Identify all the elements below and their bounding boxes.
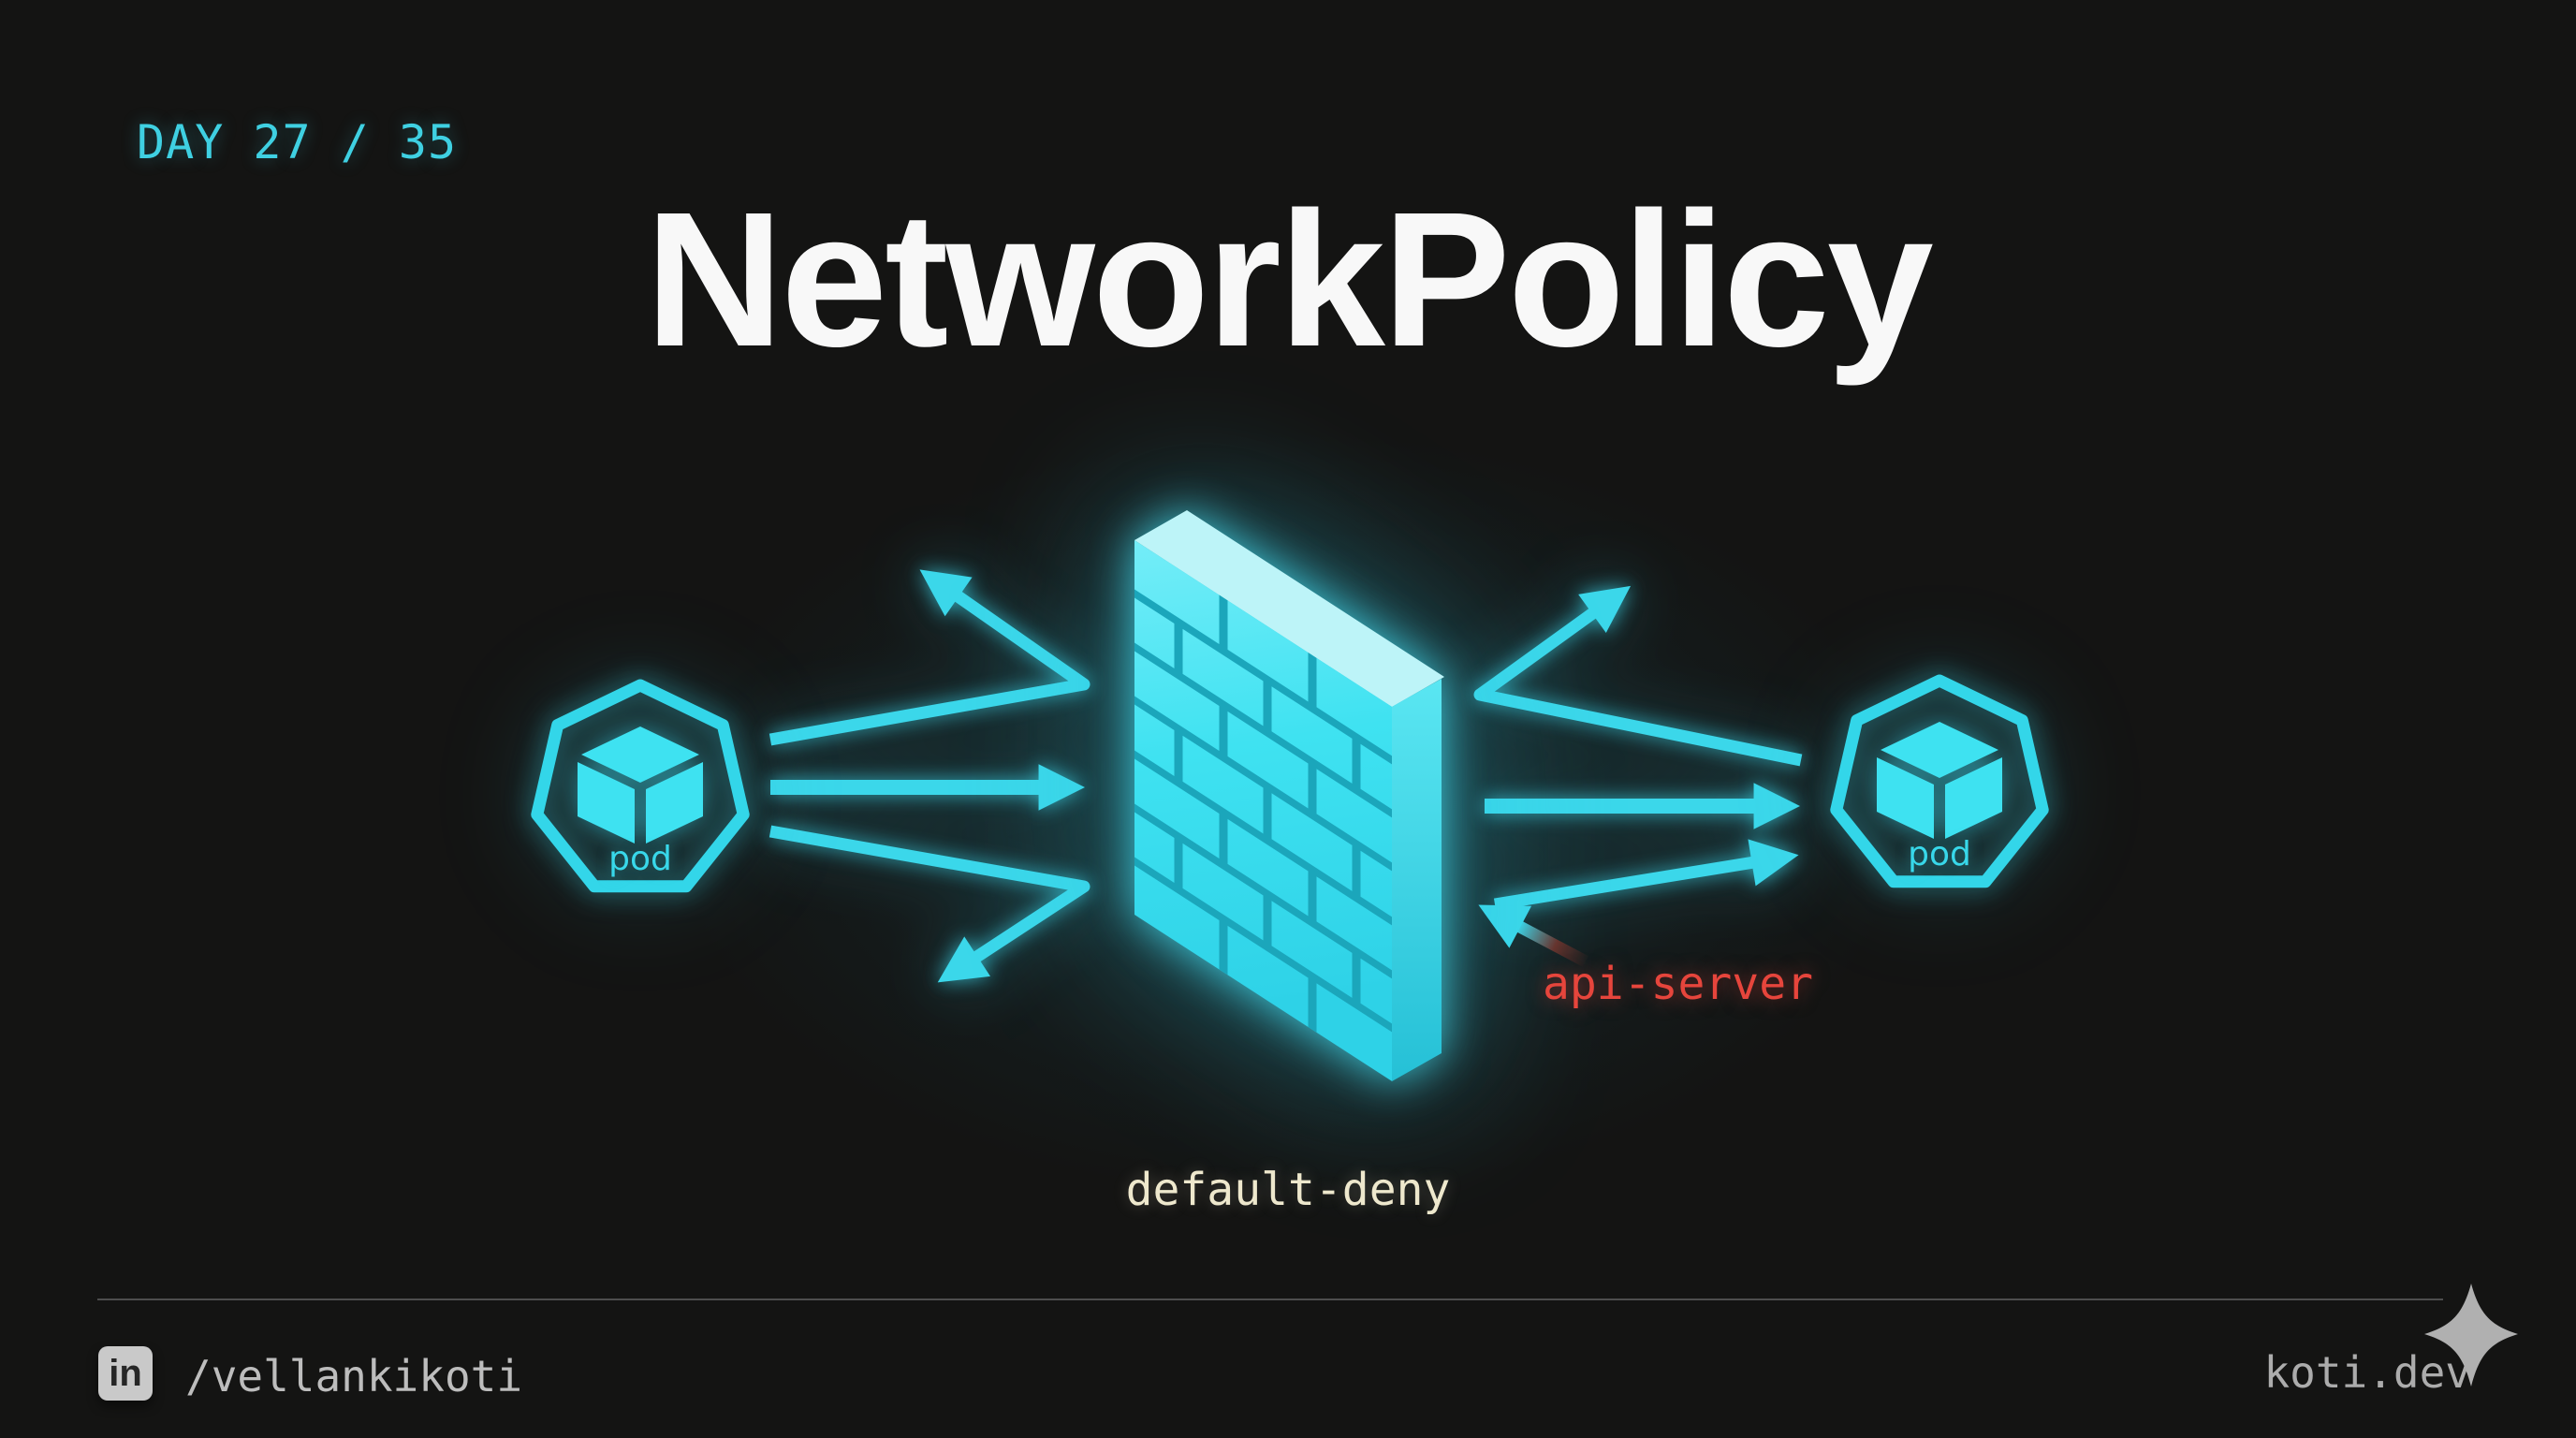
arrow-api-server-denied [1478,904,1589,967]
left-pod-label: pod [608,840,672,878]
footer-divider [97,1299,2443,1300]
arrow-right-bottom-allowed [1493,839,1799,911]
site-link[interactable]: koti.dev [2263,1347,2471,1398]
linkedin-glyph: in [109,1352,142,1394]
right-pod-label: pod [1908,835,1971,873]
arrow-left-top-deflected [768,569,1090,746]
linkedin-handle[interactable]: /vellankikoti [185,1351,523,1401]
wall-side-face [1392,679,1442,1081]
page-title: NetworkPolicy [645,172,1934,387]
arrow-right-top-deflected [1473,585,1803,767]
arrow-left-bottom-deflected [768,825,1090,983]
firewall-wall-icon [1134,510,1444,1081]
wall-top-face [1134,510,1444,707]
api-server-label: api-server [1543,958,1813,1010]
default-deny-label: default-deny [1125,1164,1451,1216]
day-counter: DAY 27 / 35 [137,115,458,169]
linkedin-icon[interactable]: in [98,1346,153,1401]
wall-front-face [1134,540,1392,1081]
sparkle-icon [2424,1284,2518,1387]
